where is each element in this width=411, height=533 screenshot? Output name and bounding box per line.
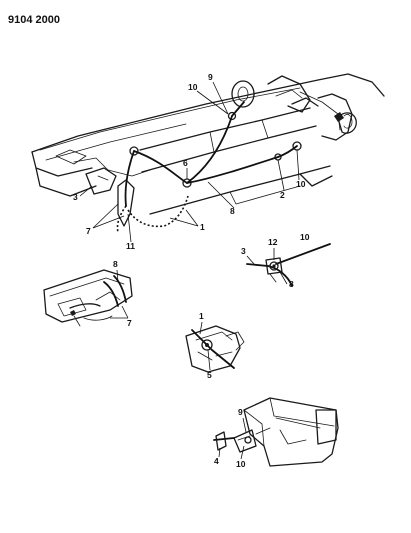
callout-3-detail-a: 3 (241, 246, 246, 256)
callout-8: 8 (230, 206, 235, 216)
detail-lever-attachment: 1 5 (185, 311, 245, 380)
callout-7: 7 (86, 226, 91, 236)
callout-6: 6 (183, 158, 188, 168)
underbody-main-view: 9 10 6 3 7 11 1 8 2 10 (31, 72, 385, 251)
callout-1: 1 (200, 222, 205, 232)
callout-9: 9 (208, 72, 213, 82)
diagram-code: 9104 2000 (8, 14, 60, 26)
callout-3: 3 (73, 192, 78, 202)
callout-4: 4 (214, 456, 219, 466)
callout-10b: 10 (296, 179, 306, 189)
callout-5: 5 (207, 370, 212, 380)
callout-8-detail-b: 8 (113, 259, 118, 269)
callout-7-detail-b: 7 (127, 318, 132, 328)
detail-front-bracket: 8 7 (43, 259, 133, 328)
callout-2: 2 (280, 190, 285, 200)
callout-1-detail-c: 1 (199, 311, 204, 321)
callout-11: 11 (126, 241, 135, 251)
callout-10-detail-a: 10 (300, 232, 310, 242)
callout-10-detail-d: 10 (236, 459, 246, 469)
detail-rear-bracket: 9 4 10 (213, 397, 339, 469)
callout-9-detail-d: 9 (238, 407, 243, 417)
callout-8-detail-a: 8 (289, 279, 294, 289)
detail-cable-connector: 3 12 10 8 (241, 232, 331, 289)
callout-10: 10 (188, 82, 198, 92)
callout-12: 12 (268, 237, 278, 247)
